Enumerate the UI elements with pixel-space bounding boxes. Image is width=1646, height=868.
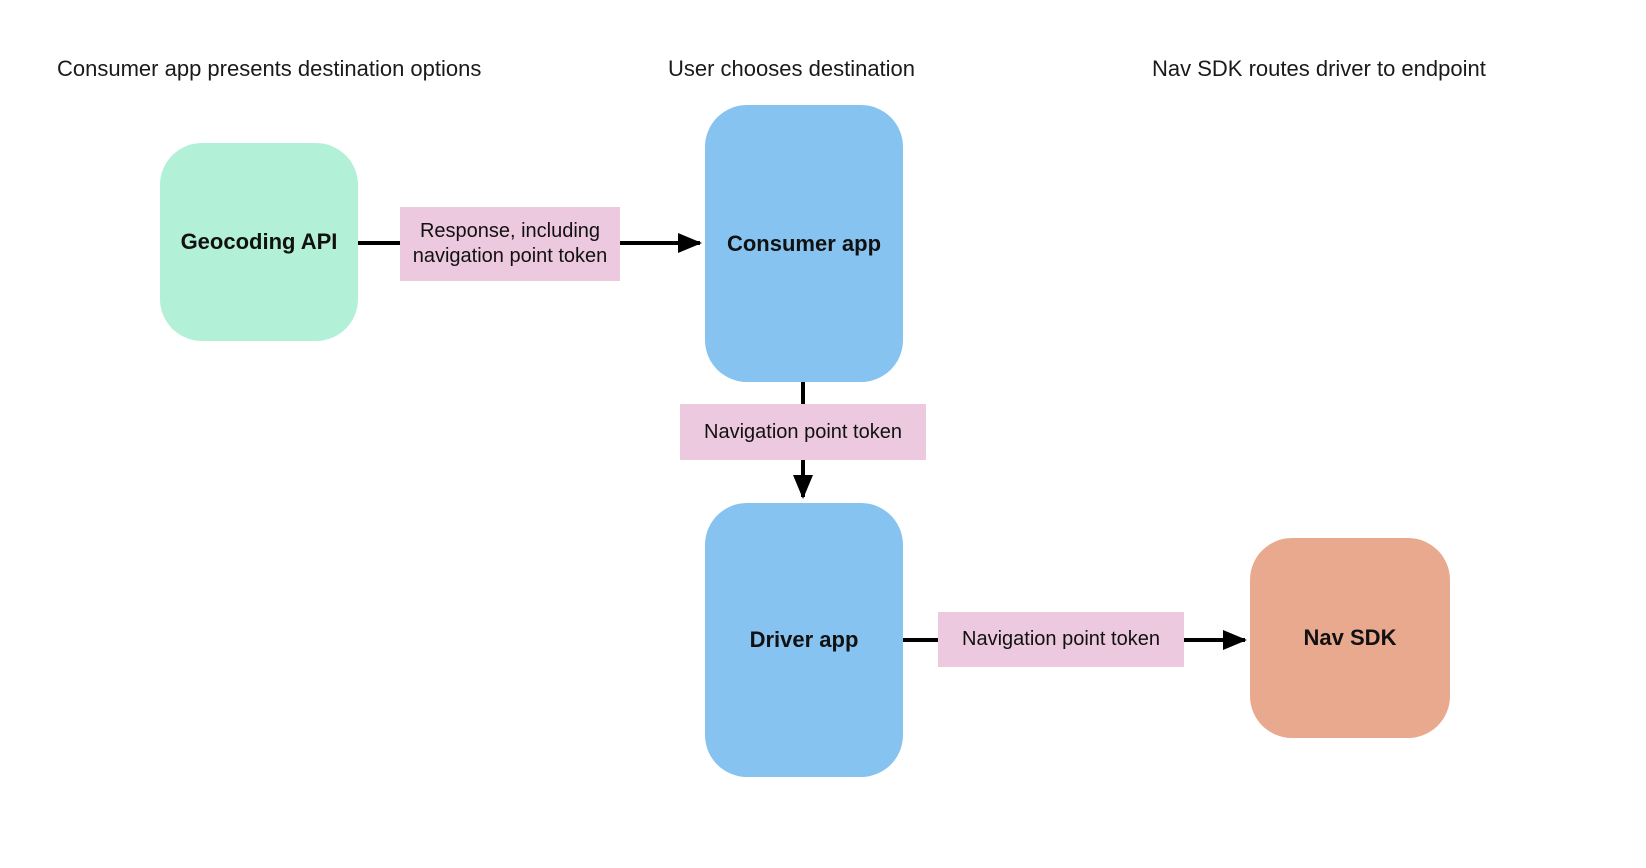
edge-label-navigation-point-token-2: Navigation point token [938, 612, 1184, 667]
node-consumer-app-label: Consumer app [726, 230, 882, 256]
edge-label-navigation-point-token-1: Navigation point token [680, 404, 926, 460]
node-driver-app: Driver app [705, 503, 903, 777]
lane-header-consumer-presents: Consumer app presents destination option… [57, 56, 482, 81]
node-geocoding-api: Geocoding API [160, 143, 358, 341]
lane-header-user-chooses: User chooses destination [668, 56, 916, 81]
node-nav-sdk-label: Nav SDK [1303, 625, 1397, 650]
lane-header-nav-sdk-routes: Nav SDK routes driver to endpoint [1152, 56, 1486, 81]
node-consumer-app: Consumer app [705, 105, 903, 382]
node-geocoding-api-label: Geocoding API [180, 229, 338, 254]
edge-label-token-1-text: Navigation point token [704, 420, 902, 443]
edge-label-response-including-token: Response, including navigation point tok… [400, 207, 620, 281]
node-driver-app-label: Driver app [749, 627, 859, 652]
edge-label-response-text: Response, including navigation point tok… [412, 220, 608, 267]
edge-label-token-2-text: Navigation point token [962, 628, 1160, 650]
node-nav-sdk: Nav SDK [1250, 538, 1450, 738]
